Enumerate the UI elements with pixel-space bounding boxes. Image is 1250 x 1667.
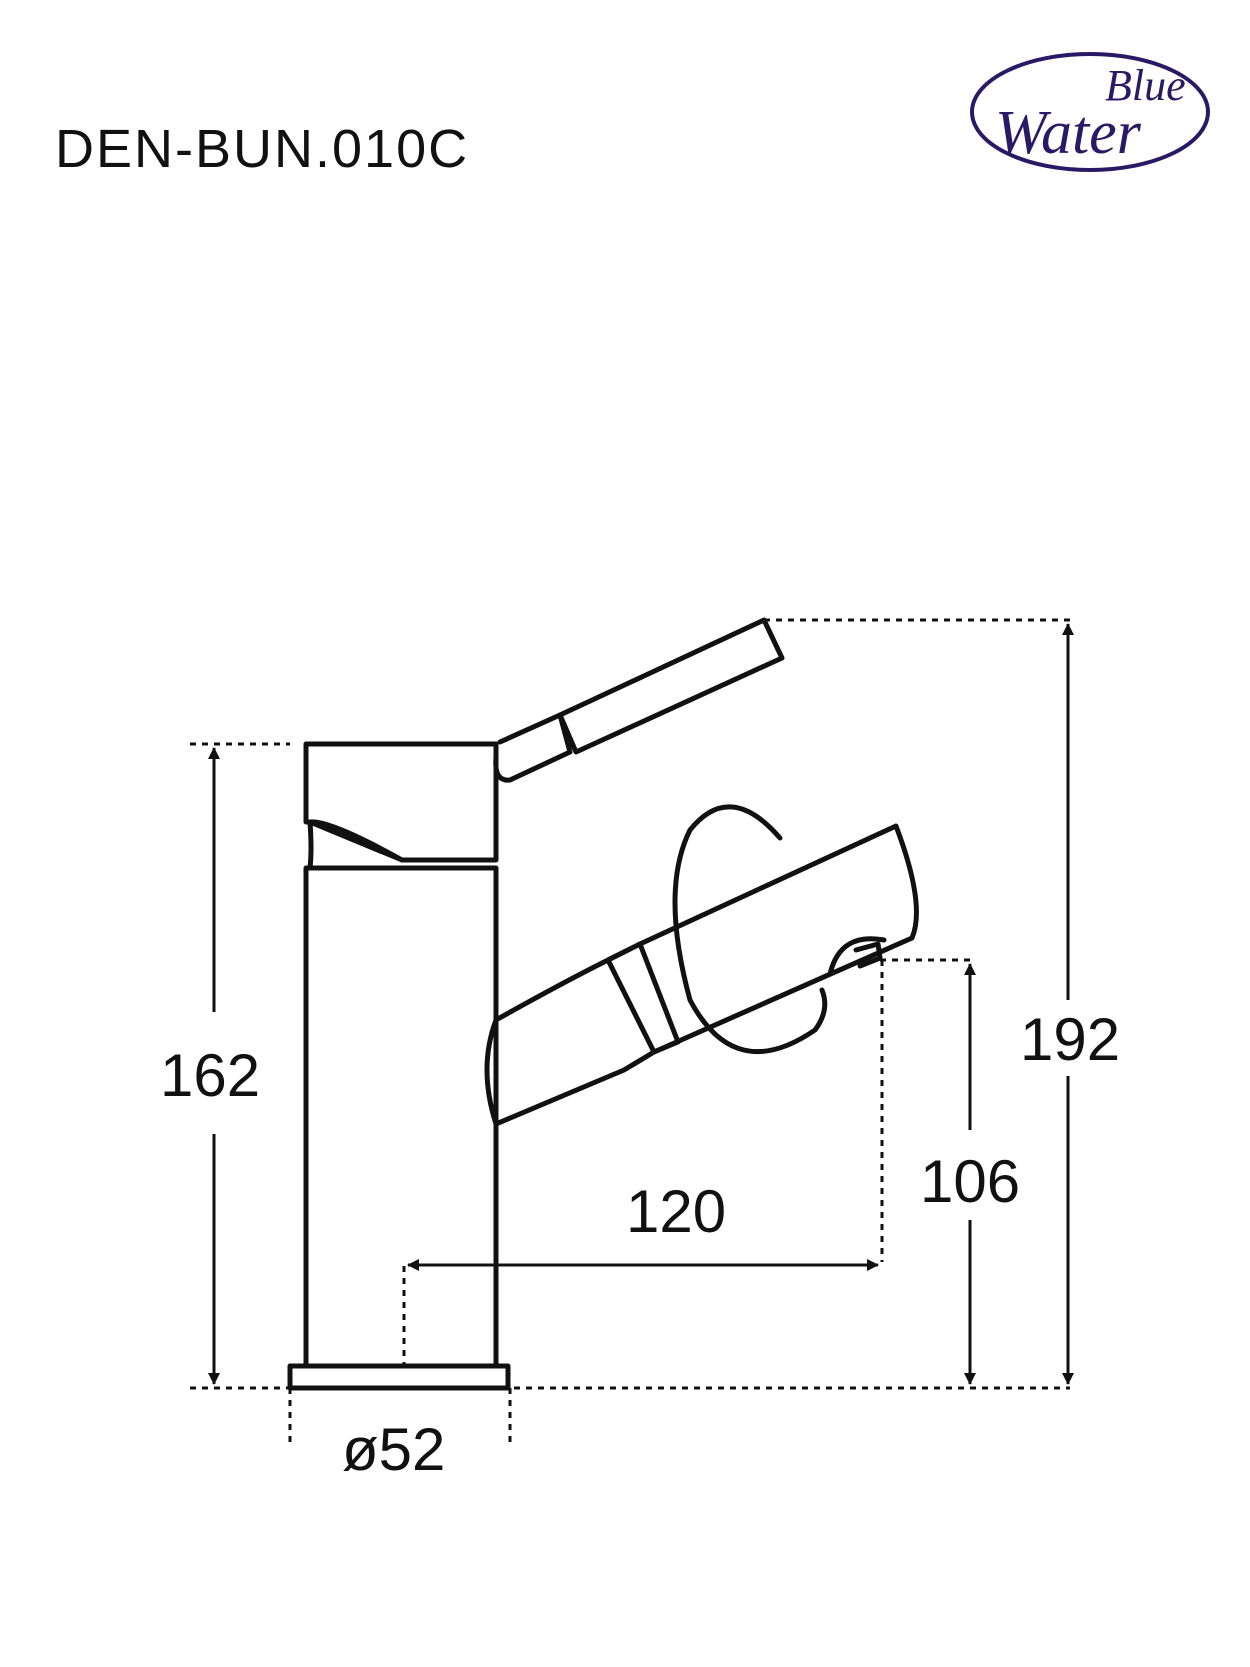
faucet-outline: [287, 617, 919, 1391]
dim-label-192: 192: [1020, 1006, 1120, 1073]
cap-curve: [307, 819, 314, 871]
logo-ellipse: [970, 52, 1210, 172]
dimension-lines: [190, 618, 1074, 1445]
dim-label-106: 106: [920, 1148, 1020, 1215]
dim-label-120: 120: [626, 1178, 726, 1245]
cap-underside: [307, 819, 405, 863]
blue-water-logo: Blue Water: [970, 52, 1210, 172]
logo-text-water: Water: [995, 99, 1142, 167]
base-plate: [287, 1363, 511, 1391]
rotation-arrow: [672, 804, 828, 1054]
dim-label-162: 162: [160, 1042, 260, 1109]
aerator: [853, 941, 883, 969]
spout-tip: [827, 936, 887, 977]
logo-text-blue: Blue: [1105, 61, 1186, 110]
spout: [484, 823, 919, 1127]
top-cap: [303, 741, 499, 863]
spout-collar: [605, 941, 681, 1055]
handle-grip: [557, 617, 785, 755]
model-code: DEN-BUN.010C: [55, 119, 470, 179]
faucet-body: [303, 865, 499, 1369]
handle-stem: [493, 712, 573, 783]
dim-label-base-diameter: ø52: [342, 1416, 445, 1483]
